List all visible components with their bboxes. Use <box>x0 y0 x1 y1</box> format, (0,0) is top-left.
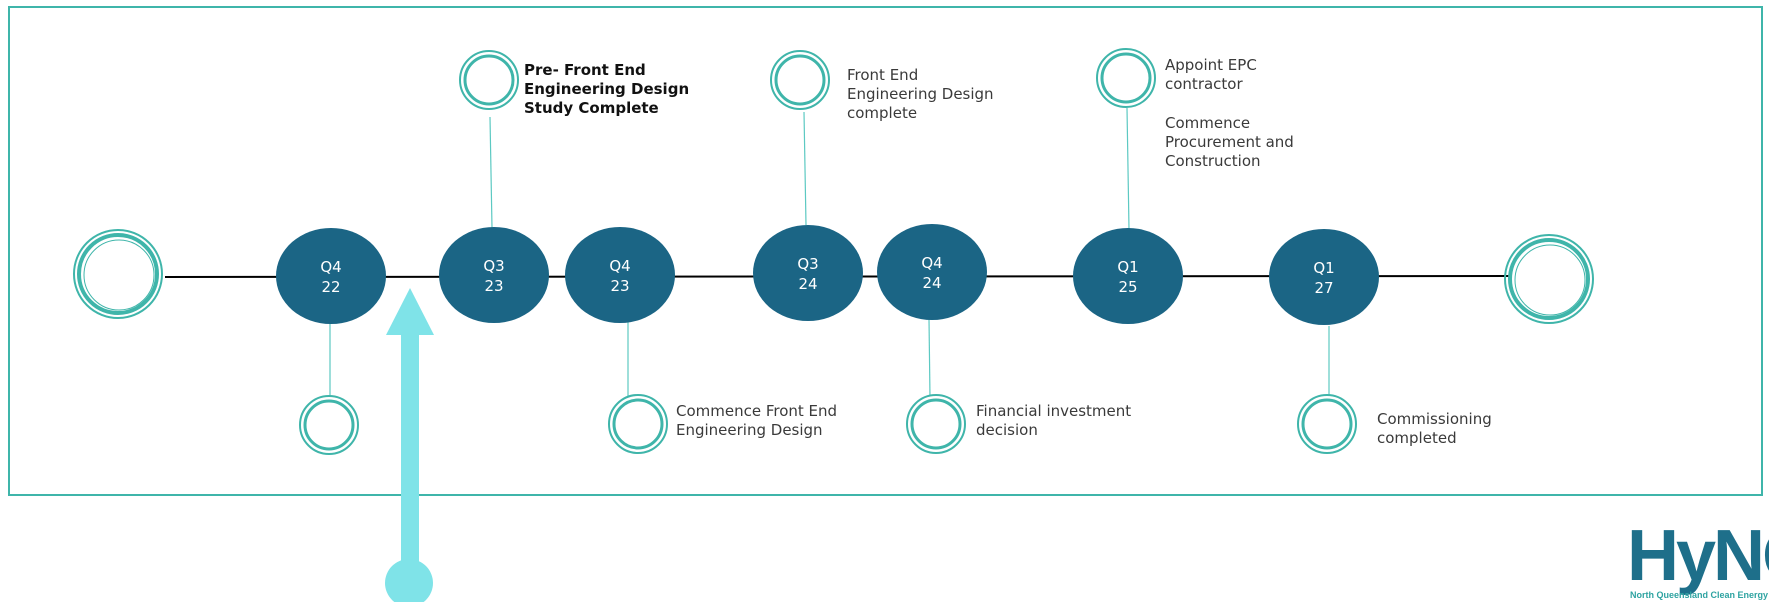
milestone-label-commissioning: Commissioning completed <box>1377 410 1492 447</box>
start-ring-icon <box>73 229 163 319</box>
milestone-label-fid: Financial investment decision <box>976 402 1132 439</box>
milestone-ring-commence-feed-icon <box>608 394 668 454</box>
current-position-arrow-icon <box>385 288 434 602</box>
node-label-q3-23: Q3 23 <box>483 257 505 295</box>
milestone-ring-feed-complete-icon <box>770 50 830 110</box>
node-label-q1-25: Q1 25 <box>1117 258 1139 296</box>
node-label-q1-27: Q1 27 <box>1313 259 1335 297</box>
node-q4-24 <box>877 224 987 320</box>
node-label-q3-24: Q3 24 <box>797 255 819 293</box>
milestone-label-commence-feed: Commence Front End Engineering Design <box>676 402 838 439</box>
connector-q4-24 <box>928 318 931 399</box>
end-ring-icon <box>1504 234 1594 324</box>
node-q4-22 <box>276 228 386 324</box>
node-q4-23 <box>565 227 675 323</box>
milestone-ring-q4-22-icon <box>299 395 359 455</box>
milestone-label-feed-complete: Front End Engineering Design complete <box>847 66 994 122</box>
milestone-ring-pre-feed-icon <box>459 50 519 110</box>
connector-q3-24 <box>803 111 807 226</box>
logo-tagline: North Queensland Clean Energy <box>1630 590 1769 600</box>
milestone-label-pre-feed: Pre- Front End Engineering Design Study … <box>524 61 690 117</box>
milestone-ring-fid-icon <box>906 394 966 454</box>
node-label-q4-22: Q4 22 <box>320 258 342 296</box>
timeline-frame <box>8 6 1763 496</box>
node-label-q4-24: Q4 24 <box>921 254 943 292</box>
milestone-label-appoint-epc: Appoint EPC contractor <box>1165 56 1257 93</box>
milestone-ring-appoint-epc-icon <box>1096 48 1156 108</box>
milestone-label-commence-procurement: Commence Procurement and Construction <box>1165 114 1294 170</box>
node-q1-25 <box>1073 228 1183 324</box>
connector-q3-23 <box>489 116 493 229</box>
node-label-q4-23: Q4 23 <box>609 257 631 295</box>
node-q3-23 <box>439 227 549 323</box>
node-q3-24 <box>753 225 863 321</box>
milestone-ring-commissioning-icon <box>1297 394 1357 454</box>
node-q1-27 <box>1269 229 1379 325</box>
hynq-logo: HyNQ <box>1627 516 1769 596</box>
connector-q1-25 <box>1126 107 1130 230</box>
